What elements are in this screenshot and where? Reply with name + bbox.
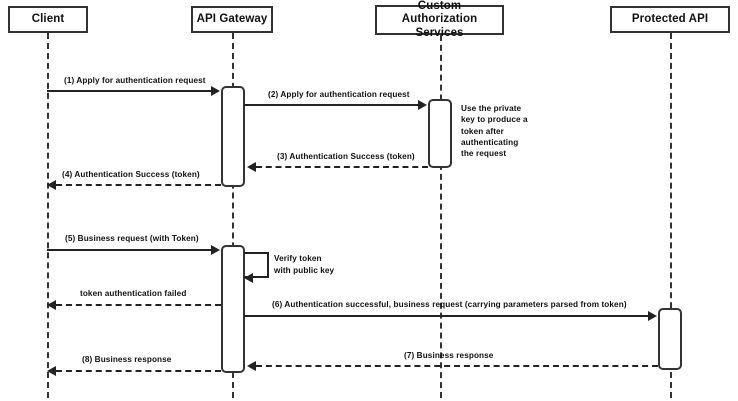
message-arrowhead-1 (211, 86, 220, 96)
message-label-6: token authentication failed (80, 289, 187, 298)
message-arrowhead-6 (47, 300, 56, 310)
message-label-5: (5) Business request (with Token) (65, 234, 199, 243)
message-arrowhead-8 (247, 361, 256, 371)
participant-label-client: Client (31, 12, 65, 25)
activation-bar-protected-api (658, 308, 682, 370)
message-line-9 (56, 370, 221, 372)
message-arrowhead-3 (247, 162, 256, 172)
message-arrowhead-7 (648, 311, 657, 321)
participant-label-custom-auth: Custom Authorization Services (401, 0, 478, 39)
message-arrowhead-5 (211, 245, 220, 255)
participant-box-client[interactable]: Client (8, 6, 88, 33)
message-label-3: (3) Authentication Success (token) (277, 152, 415, 161)
lifeline-client (47, 33, 49, 398)
self-message-arrowhead-verify-token (244, 273, 253, 283)
message-arrowhead-4 (47, 180, 56, 190)
activation-bar-custom-auth (428, 99, 452, 168)
message-line-4 (56, 184, 221, 186)
activation-bar-api-gateway-auth (221, 86, 245, 187)
message-label-2: (2) Apply for authentication request (268, 90, 410, 99)
note-line-4: authenticating (461, 137, 519, 147)
message-line-3 (256, 166, 428, 168)
message-line-5 (47, 249, 212, 251)
lifeline-protected-api (670, 33, 672, 398)
note-line-2: key to produce a (461, 115, 528, 125)
self-message-loop-verify-token (244, 252, 269, 278)
message-label-4: (4) Authentication Success (token) (62, 170, 200, 179)
note-line-5: the request (461, 149, 507, 159)
message-line-2 (244, 104, 418, 106)
message-line-6 (56, 304, 221, 306)
participant-box-api-gateway[interactable]: API Gateway (191, 6, 273, 33)
message-arrowhead-2 (418, 100, 427, 110)
message-line-1 (47, 90, 212, 92)
participant-box-custom-auth[interactable]: Custom Authorization Services (375, 0, 504, 39)
message-arrowhead-9 (47, 366, 56, 376)
message-label-7: (6) Authentication successful, business … (272, 300, 627, 309)
message-label-1: (1) Apply for authentication request (64, 76, 206, 85)
note-line-1: Use the private (461, 104, 522, 113)
participant-label-protected-api: Protected API (631, 12, 709, 25)
participant-label-api-gateway: API Gateway (196, 12, 268, 25)
lifeline-api-gateway (232, 33, 234, 398)
message-line-7 (244, 315, 648, 317)
message-label-8: (7) Business response (404, 351, 494, 360)
self-message-label-verify-token-line1: Verify token (274, 254, 322, 263)
message-line-8 (256, 365, 658, 367)
participant-box-protected-api[interactable]: Protected API (610, 6, 730, 33)
message-label-9: (8) Business response (82, 355, 172, 364)
self-message-label-verify-token-line2: with public key (274, 266, 335, 275)
activation-bar-api-gateway-business (221, 245, 245, 373)
lifeline-custom-auth (440, 35, 442, 398)
note-custom-auth: Use the private key to produce a token a… (461, 103, 541, 160)
note-line-3: token after (461, 126, 504, 136)
